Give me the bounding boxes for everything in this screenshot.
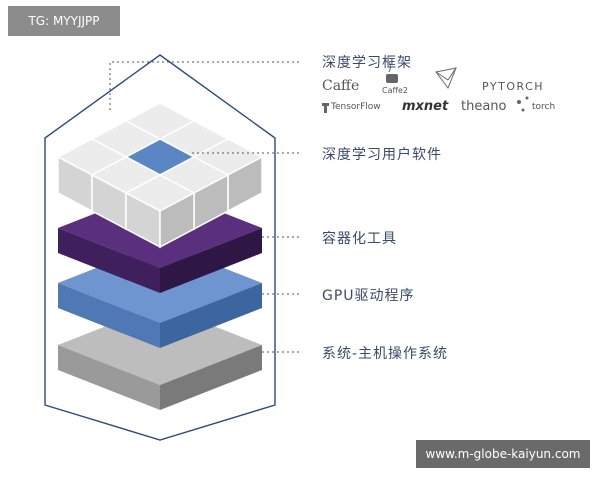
user-software-cubes bbox=[56, 102, 264, 249]
torch-icon bbox=[517, 96, 529, 112]
connector-lines bbox=[109, 61, 302, 353]
logo-caffe: Caffe bbox=[322, 78, 360, 94]
logo-caffe2: Caffe2 bbox=[382, 86, 409, 95]
network-icon bbox=[435, 67, 457, 90]
label-gpu-driver: GPU驱动程序 bbox=[322, 288, 415, 304]
top-watermark: TG: MYYJJPP bbox=[8, 6, 120, 36]
logo-theano: theano bbox=[461, 99, 507, 114]
logo-torch: torch bbox=[532, 102, 556, 112]
label-host-os: 系统-主机操作系统 bbox=[322, 346, 449, 362]
bottom-watermark: www.m-globe-kaiyun.com bbox=[416, 440, 590, 468]
logo-pytorch: PYTORCH bbox=[482, 80, 545, 93]
logo-mxnet: mxnet bbox=[402, 99, 449, 114]
label-frameworks: 深度学习框架 bbox=[322, 55, 412, 71]
label-user-software: 深度学习用户软件 bbox=[322, 147, 442, 163]
tensorflow-icon bbox=[322, 103, 329, 113]
logo-tensorflow: TensorFlow bbox=[331, 102, 381, 112]
hexagon-frame bbox=[44, 54, 276, 441]
cube bbox=[124, 174, 196, 249]
caffe2-icon bbox=[386, 61, 398, 83]
label-container-tools: 容器化工具 bbox=[322, 231, 397, 247]
